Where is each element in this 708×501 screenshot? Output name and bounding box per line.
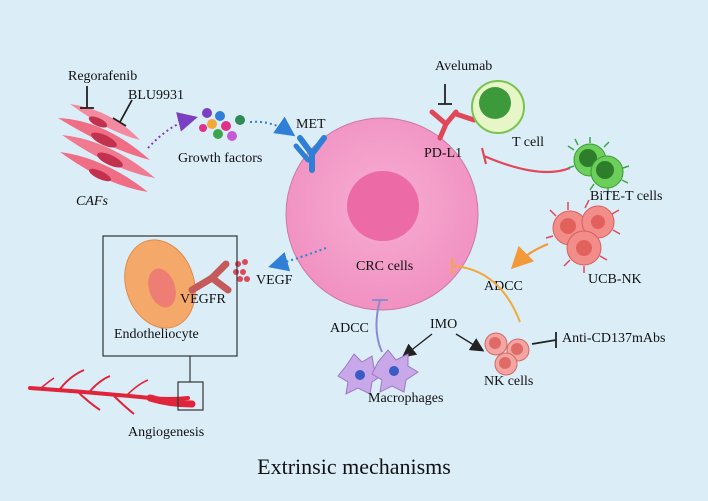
cafs-label: CAFs (76, 194, 108, 209)
blu9931-label: BLU9931 (128, 88, 184, 103)
angiogenesis-vessel-icon (28, 369, 196, 415)
vegfr-label: VEGFR (180, 292, 227, 307)
growth-factors-label: Growth factors (178, 151, 262, 166)
caf-nucleus-1 (91, 132, 117, 148)
macrophages-icon (337, 349, 419, 395)
ucb-nk-icon (545, 199, 621, 273)
angiogenesis-label: Angiogenesis (128, 425, 204, 440)
caf-cell-3 (60, 152, 148, 192)
blu9931-inhibitor (112, 99, 133, 127)
endotheliocyte-label: Endotheliocyte (114, 327, 199, 342)
anti-cd137-label: Anti-CD137mAbs (562, 331, 665, 346)
nk-to-crc-inhibition (451, 258, 521, 323)
ucb-nk-label: UCB-NK (588, 272, 642, 287)
crc-cells-label: CRC cells (356, 259, 413, 274)
regorafenib-label: Regorafenib (68, 69, 137, 84)
figure-title: Extrinsic mechanisms (257, 454, 451, 479)
growth-factors-to-met-arrow (249, 116, 296, 137)
regorafenib-inhibitor (80, 86, 94, 109)
met-receptor-icon (293, 135, 327, 173)
imo-label: IMO (430, 317, 457, 332)
endotheliocyte-nucleus (148, 268, 176, 308)
vegf-dots-icon (233, 259, 250, 282)
macrophage-to-crc-inhibition (372, 299, 388, 353)
met-label: MET (296, 117, 326, 132)
pd-l1-label: PD-L1 (424, 146, 462, 161)
caf-nucleus-4 (88, 116, 108, 128)
bite-t-cells-icon (567, 137, 630, 194)
ucb-nk-to-adcc-arrow (510, 242, 549, 270)
bite-t-cells-label: BiTE-T cells (590, 189, 662, 204)
cafs-group (58, 104, 155, 192)
bite-to-pdl1-inhibition (480, 147, 571, 174)
imo-to-nk-arrow (455, 333, 485, 352)
caf-nucleus-2 (97, 152, 123, 168)
pd-l1-receptor-icon (429, 109, 477, 141)
crc-nucleus (347, 171, 419, 241)
endotheliocyte-box (102, 235, 238, 357)
growth-factors-dots (199, 108, 245, 141)
adcc-left-label: ADCC (330, 321, 369, 336)
cafs-to-growth-factors-arrow (147, 112, 198, 149)
anti-cd137-activation (531, 332, 557, 348)
caf-nucleus-3 (88, 168, 112, 182)
nk-cells-icon (484, 332, 530, 376)
vegf-label: VEGF (256, 273, 293, 288)
nk-cells-label: NK cells (484, 374, 533, 389)
imo-to-macrophages-arrow (401, 333, 433, 358)
avelumab-label: Avelumab (435, 59, 492, 74)
macrophages-label: Macrophages (368, 391, 443, 406)
t-cell-icon (471, 80, 525, 134)
t-cell-label: T cell (512, 135, 544, 150)
vegfr-receptor-icon (188, 260, 232, 294)
avelumab-inhibitor (438, 84, 452, 105)
